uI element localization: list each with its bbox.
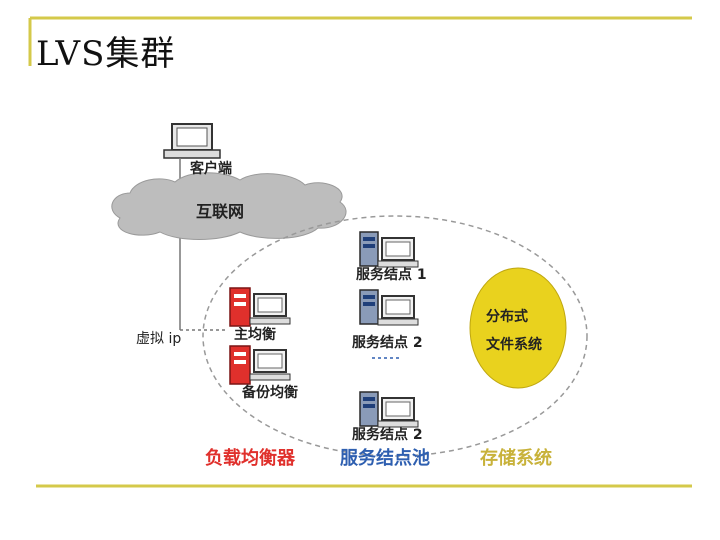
storage-ellipse: [470, 268, 566, 388]
server-node-1-icon: [360, 232, 418, 267]
server-pool-caption: 服务结点池: [340, 444, 430, 470]
backup-balancer-label: 备份均衡: [242, 382, 298, 402]
server-node-1-label: 服务结点 1: [356, 264, 427, 284]
virtual-ip-label: 虚拟 ip: [136, 328, 181, 348]
storage-label-line2: 文件系统: [486, 334, 542, 354]
client-label: 客户端: [190, 158, 232, 178]
primary-balancer-label: 主均衡: [234, 324, 276, 344]
server-node-2-icon: [360, 290, 418, 325]
backup-balancer-icon: [230, 346, 290, 384]
server-node-2-label: 服务结点 2: [352, 332, 423, 352]
server-node-3-icon: [360, 392, 418, 427]
internet-label: 互联网: [196, 198, 244, 222]
storage-system-caption: 存储系统: [480, 444, 552, 470]
load-balancer-caption: 负载均衡器: [205, 444, 295, 470]
server-node-3-label: 服务结点 2: [352, 424, 423, 444]
primary-balancer-icon: [230, 288, 290, 326]
client-computer-icon: [164, 124, 220, 158]
storage-label-line1: 分布式: [486, 306, 528, 326]
